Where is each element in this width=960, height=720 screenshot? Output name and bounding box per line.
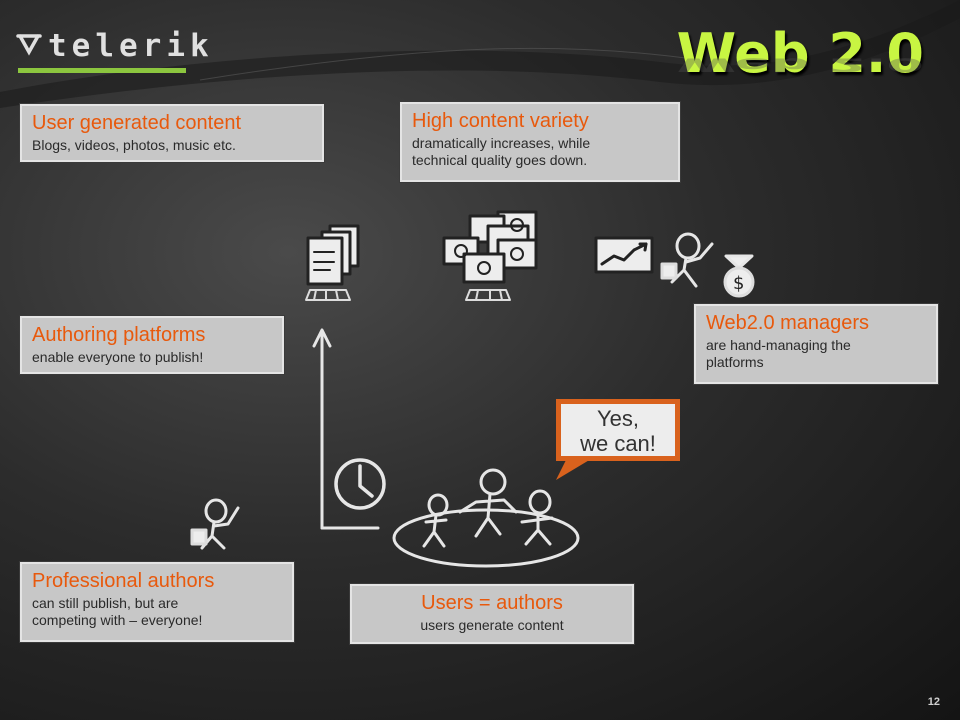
box-line: technical quality goes down. bbox=[412, 152, 588, 168]
arrow-up-icon bbox=[312, 328, 380, 530]
document-stack-icon bbox=[305, 224, 360, 301]
speech-bubble: Yes, we can! bbox=[556, 399, 680, 461]
manager-figure-icon bbox=[660, 232, 714, 288]
box-line: users generate content bbox=[420, 617, 564, 633]
telerik-logo-icon bbox=[16, 34, 42, 56]
professional-figure-icon bbox=[190, 498, 240, 550]
box-title: Web2.0 managers bbox=[706, 312, 870, 334]
box-line: competing with – everyone! bbox=[32, 612, 203, 628]
box-line: enable everyone to publish! bbox=[32, 349, 204, 365]
box-line: platforms bbox=[706, 354, 764, 370]
telerik-logo: telerik bbox=[14, 26, 209, 76]
box-web20-managers: Web2.0 managers are hand-managing the pl… bbox=[694, 304, 938, 384]
box-high-content-variety: High content variety dramatically increa… bbox=[400, 102, 680, 182]
box-title: Professional authors bbox=[32, 570, 215, 592]
box-line: dramatically increases, while bbox=[412, 135, 591, 151]
background-swoosh bbox=[0, 0, 960, 108]
box-title: High content variety bbox=[412, 110, 589, 132]
box-users-authors: Users = authors users generate content bbox=[350, 584, 634, 644]
speech-line: we can! bbox=[580, 431, 656, 456]
logo-text: telerik bbox=[48, 28, 214, 64]
clock-icon bbox=[334, 458, 386, 510]
users-group-icon bbox=[392, 468, 580, 568]
box-title: Users = authors bbox=[421, 592, 563, 614]
slide-title: Web 2.0 bbox=[676, 22, 924, 85]
box-title: User generated content bbox=[32, 112, 242, 134]
logo-underline bbox=[18, 68, 186, 73]
page-number: 12 bbox=[927, 696, 940, 708]
money-bag-icon: $ bbox=[723, 254, 755, 298]
box-line: are hand-managing the bbox=[706, 337, 851, 353]
box-user-generated-content: User generated content Blogs, videos, ph… bbox=[20, 104, 324, 162]
box-professional-authors: Professional authors can still publish, … bbox=[20, 562, 294, 642]
svg-text:$: $ bbox=[733, 273, 744, 294]
box-title: Authoring platforms bbox=[32, 324, 206, 346]
box-line: can still publish, but are bbox=[32, 595, 179, 611]
box-line: Blogs, videos, photos, music etc. bbox=[32, 137, 236, 153]
speech-line: Yes, bbox=[596, 406, 639, 431]
box-authoring-platforms: Authoring platforms enable everyone to p… bbox=[20, 316, 284, 374]
smiley-photos-icon bbox=[442, 210, 538, 301]
chart-icon bbox=[594, 236, 654, 274]
